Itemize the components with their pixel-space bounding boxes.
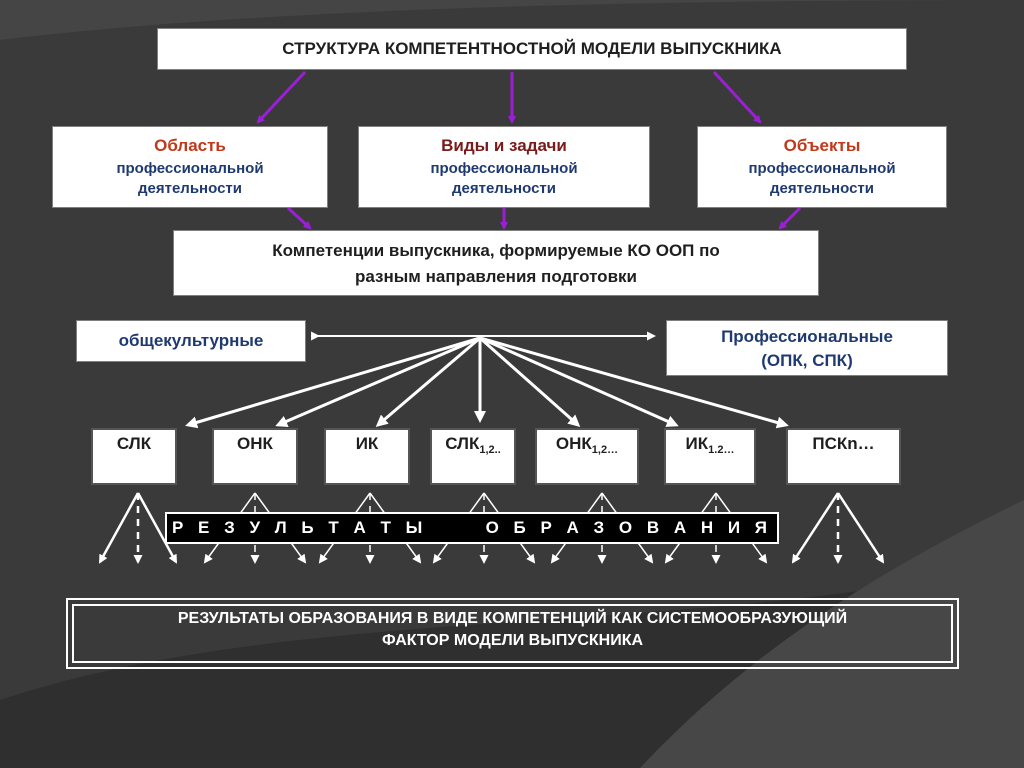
area-title: Область xyxy=(154,136,226,155)
fan-arrow-7 xyxy=(479,336,789,429)
competencies-line2: разным направления подготовки xyxy=(355,267,637,286)
conclusion-line2: ФАКТОР МОДЕЛИ ВЫПУСКНИКА xyxy=(381,632,644,649)
area-sub: деятельности xyxy=(770,180,874,197)
competency-type-box: ИК xyxy=(324,428,410,485)
area-box-field: Область профессиональной деятельности xyxy=(52,126,328,208)
competency-type-box: СЛК1,2.. xyxy=(430,428,516,485)
category-professional-line1: Профессиональные xyxy=(721,327,893,346)
competency-type-sub: 1,2… xyxy=(591,444,619,456)
competency-type-sub: 1,2.. xyxy=(479,444,501,456)
area-title: Виды и задачи xyxy=(441,136,567,155)
conclusion-line1: РЕЗУЛЬТАТЫ ОБРАЗОВАНИЯ В ВИДЕ КОМПЕТЕНЦИ… xyxy=(177,610,848,627)
area-box-objects: Объекты профессиональной деятельности xyxy=(697,126,947,208)
category-general: общекультурные xyxy=(76,320,306,362)
conclusion-frame: РЕЗУЛЬТАТЫ ОБРАЗОВАНИЯ В ВИДЕ КОМПЕТЕНЦИ… xyxy=(66,598,959,669)
arrow-area1-to-comp xyxy=(286,206,312,230)
competency-type-box: ПСКn… xyxy=(786,428,901,485)
result-arrow xyxy=(98,492,140,564)
category-professional-line2: (ОПК, СПК) xyxy=(761,351,853,370)
fan-arrow-3 xyxy=(375,336,481,427)
fan-arrow-1 xyxy=(185,336,481,429)
results-bar: Р Е З У Л Ь Т А Т Ы О Б Р А З О В А Н И … xyxy=(165,512,779,544)
page-title: СТРУКТУРА КОМПЕТЕНТНОСТНОЙ МОДЕЛИ ВЫПУСК… xyxy=(157,28,907,70)
bg-curve-top xyxy=(0,0,1024,40)
area-sub: деятельности xyxy=(452,180,556,197)
competency-type-box: ОНК xyxy=(212,428,298,485)
arrow-title-to-area1 xyxy=(256,70,307,124)
arrow-title-to-area3 xyxy=(712,70,762,124)
area-box-tasks: Виды и задачи профессиональной деятельно… xyxy=(358,126,650,208)
competency-type-label: СЛК xyxy=(445,434,480,453)
competency-type-box: ИК1.2… xyxy=(664,428,756,485)
competency-type-sub: 1.2… xyxy=(708,444,735,456)
result-arrow xyxy=(836,492,885,564)
competency-type-label: ИК xyxy=(355,434,379,453)
fan-arrow-5 xyxy=(479,336,581,427)
category-professional: Профессиональные (ОПК, СПК) xyxy=(666,320,948,376)
result-arrow xyxy=(136,492,178,564)
bg-curve-right xyxy=(640,500,1024,768)
arrow-area3-to-comp xyxy=(778,206,802,230)
area-title: Объекты xyxy=(783,136,861,155)
competency-type-label: ОНК xyxy=(555,434,592,453)
area-sub: профессиональной xyxy=(748,160,896,177)
competency-type-label: ИК xyxy=(685,434,709,453)
result-arrow xyxy=(791,492,840,564)
competencies-line1: Компетенции выпускника, формируемые КО О… xyxy=(272,241,720,260)
area-sub: профессиональной xyxy=(116,160,264,177)
conclusion-box: РЕЗУЛЬТАТЫ ОБРАЗОВАНИЯ В ВИДЕ КОМПЕТЕНЦИ… xyxy=(72,604,953,663)
competencies-box: Компетенции выпускника, формируемые КО О… xyxy=(173,230,819,296)
area-sub: деятельности xyxy=(138,180,242,197)
competency-type-box: ОНК1,2… xyxy=(535,428,639,485)
area-sub: профессиональной xyxy=(430,160,578,177)
competency-type-label: СЛК xyxy=(116,434,152,453)
competency-type-box: СЛК xyxy=(91,428,177,485)
fan-arrow-2 xyxy=(275,336,481,427)
fan-arrow-6 xyxy=(479,336,679,427)
competency-type-label: ОНК xyxy=(237,434,273,453)
competency-type-label: ПСКn… xyxy=(812,434,875,453)
